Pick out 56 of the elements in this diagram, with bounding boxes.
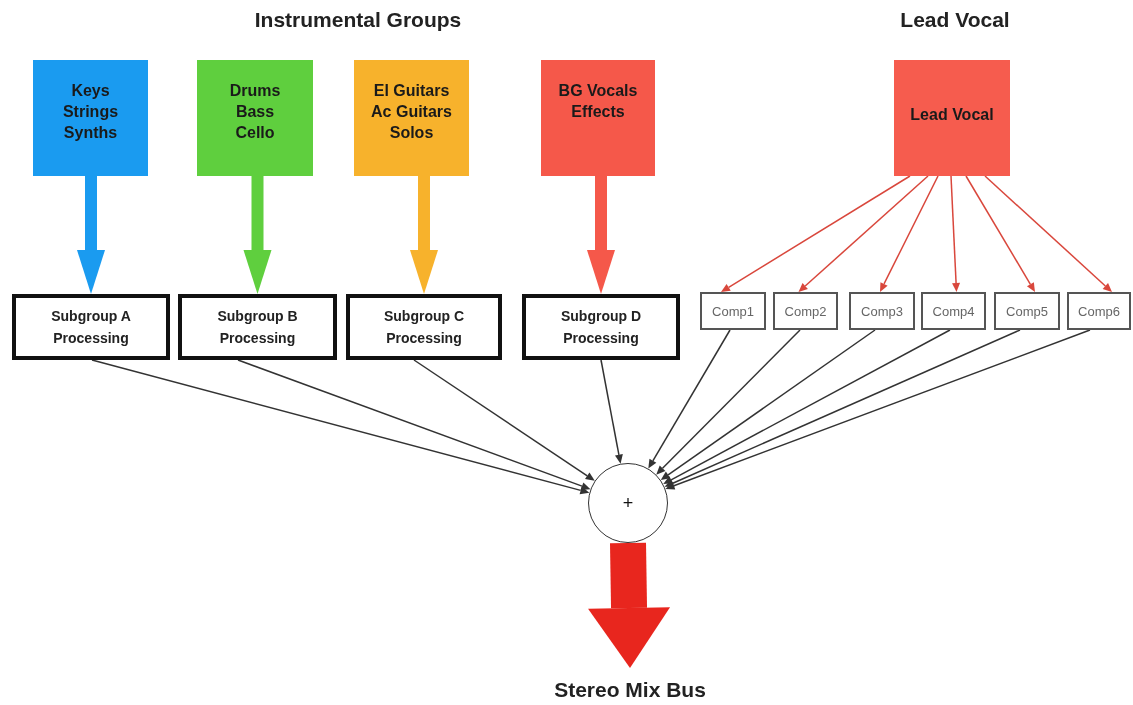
arrow <box>798 175 929 292</box>
process-box <box>12 294 170 360</box>
arrow <box>665 329 1091 490</box>
arrow <box>656 329 801 475</box>
section-heading: Instrumental Groups <box>254 8 462 32</box>
arrow <box>880 175 939 292</box>
summing-circle <box>588 463 668 543</box>
compressor-box <box>700 292 766 330</box>
arrow <box>660 329 876 481</box>
box-label: Subgroup B Processing <box>216 307 299 348</box>
process-box <box>522 294 680 360</box>
box-label: Comp5 <box>1006 303 1048 319</box>
arrow <box>648 329 731 469</box>
arrow <box>663 329 951 485</box>
compressor-box <box>994 292 1060 330</box>
box-label: Subgroup C Processing <box>382 307 466 348</box>
plus-sign: + <box>622 492 634 514</box>
arrow <box>237 359 591 490</box>
box-label: Keys Strings Synths <box>61 81 120 143</box>
section-heading: Lead Vocal <box>900 8 1010 32</box>
box-label: Comp3 <box>861 303 903 319</box>
group-box <box>541 60 655 176</box>
box-label: Comp4 <box>932 303 975 319</box>
arrow <box>77 176 105 294</box>
group-box <box>197 60 313 176</box>
box-label: Subgroup A Processing <box>50 307 132 348</box>
box-label: Comp1 <box>712 303 754 319</box>
compressor-box <box>849 292 915 330</box>
arrow <box>243 176 272 294</box>
arrow <box>950 175 961 292</box>
box-label: El Guitars Ac Guitars Solos <box>370 81 453 143</box>
group-box <box>33 60 148 176</box>
output-label: Stereo Mix Bus <box>554 678 706 702</box>
arrow <box>664 329 1021 487</box>
compressor-box <box>921 292 986 330</box>
box-label: Comp6 <box>1078 303 1120 319</box>
arrow <box>600 359 623 464</box>
arrow <box>587 176 615 294</box>
box-label: BG Vocals Effects <box>557 81 639 122</box>
box-label: Comp2 <box>784 303 827 319</box>
arrow <box>984 175 1112 292</box>
compressor-box <box>773 292 838 330</box>
box-label: Subgroup D Processing <box>559 307 643 348</box>
box-label: Lead Vocal <box>910 105 994 125</box>
arrow <box>413 359 595 481</box>
arrow <box>588 542 671 668</box>
compressor-box <box>1067 292 1131 330</box>
group-box <box>894 60 1010 176</box>
process-box <box>178 294 337 360</box>
process-box <box>346 294 502 360</box>
arrow <box>410 176 438 294</box>
arrow <box>965 175 1035 292</box>
box-label: Drums Bass Cello <box>228 81 282 143</box>
arrow <box>721 175 911 292</box>
arrow <box>91 359 590 495</box>
group-box <box>354 60 469 176</box>
